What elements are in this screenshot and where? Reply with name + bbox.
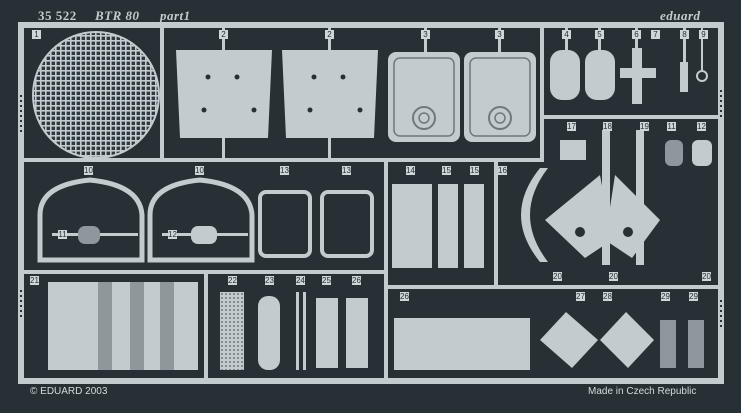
part-label: 20: [553, 272, 562, 281]
sheet-name: part1: [160, 8, 191, 23]
part-label: 6: [632, 30, 641, 39]
part-label: 4: [562, 30, 571, 39]
part-label: 3: [421, 30, 430, 39]
part-16-curved-strip: [521, 168, 548, 262]
part-label: 29: [661, 292, 670, 301]
part-13-window-frames: [258, 190, 374, 258]
part-label: 29: [689, 292, 698, 301]
part-label: 28: [603, 292, 612, 301]
part-label: 13: [342, 166, 351, 175]
parts-27-28: [540, 312, 654, 368]
part-label: 22: [228, 276, 237, 285]
part-label: 9: [699, 30, 708, 39]
part-label: 10: [195, 166, 204, 175]
part-10-frames: [37, 177, 255, 263]
part-label: 7: [651, 30, 660, 39]
parts-4-9-small: [550, 28, 708, 104]
part-22-tread: [220, 292, 244, 370]
part-label: 26: [400, 292, 409, 301]
part-label: 20: [702, 272, 711, 281]
parts-14-15-panels: [392, 184, 484, 268]
part-label: 11: [667, 122, 676, 131]
part-label: 11: [58, 230, 67, 239]
part-label: 16: [498, 166, 507, 175]
part-26-lower-plate: [394, 318, 530, 370]
part-label: 10: [84, 166, 93, 175]
part-label: 12: [697, 122, 706, 131]
edge-holes: [20, 90, 722, 327]
part-2-plates: [176, 28, 378, 158]
part-label: 8: [680, 30, 689, 39]
brand-name: eduard: [660, 8, 701, 23]
copyright-text: © EDUARD 2003: [30, 386, 108, 397]
frame-rails: [18, 22, 724, 384]
part-label: 1: [32, 30, 41, 39]
part-label: 14: [406, 166, 415, 175]
part-label: 27: [576, 292, 585, 301]
part-label: 15: [442, 166, 451, 175]
part-label: 18: [603, 122, 612, 131]
part-label: 13: [280, 166, 289, 175]
part-3-hatches: [388, 28, 536, 142]
part-label: 2: [325, 30, 334, 39]
part-label: 20: [609, 272, 618, 281]
part-29-strips: [660, 320, 704, 368]
parts-17-19-brackets: [545, 130, 712, 265]
part-label: 25: [322, 276, 331, 285]
part-label: 2: [219, 30, 228, 39]
part-21-plate: [48, 282, 198, 370]
part-label: 24: [296, 276, 305, 285]
parts-23-26: [258, 292, 368, 370]
part-label: 26: [352, 276, 361, 285]
model-name: BTR 80: [95, 8, 140, 23]
part-1-mesh-grille: [32, 31, 160, 159]
part-label: 21: [30, 276, 39, 285]
part-label: 19: [640, 122, 649, 131]
part-label: 12: [168, 230, 177, 239]
part-label: 15: [470, 166, 479, 175]
part-number: 35 522: [38, 8, 77, 23]
part-label: 23: [265, 276, 274, 285]
part-label: 3: [495, 30, 504, 39]
part-label: 17: [567, 122, 576, 131]
part-label: 5: [595, 30, 604, 39]
origin-text: Made in Czech Republic: [588, 386, 697, 397]
